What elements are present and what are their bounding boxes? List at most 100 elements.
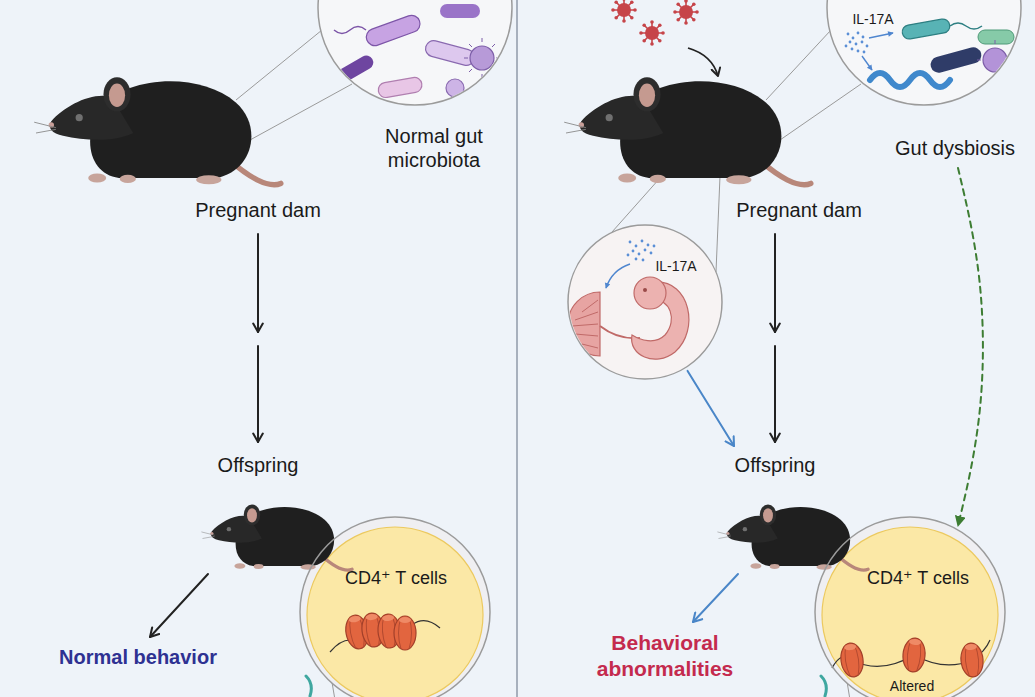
- viral-infection: [639, 20, 665, 46]
- cytokine-dots: [861, 41, 864, 44]
- node-label: IL-17A: [655, 258, 696, 275]
- flagellum: [334, 27, 366, 34]
- coccus-hair: [977, 40, 1013, 80]
- circle-outline: [815, 517, 1005, 697]
- gut-microbiota-circle: IL-17AGut dysbiosis: [827, 0, 1021, 105]
- node-label: Normal behavior: [59, 645, 217, 669]
- coccus-bacterium: [446, 79, 464, 97]
- cytokine-dots: [847, 33, 850, 36]
- influence-arrow: [693, 574, 738, 622]
- flow-arrow: [774, 234, 776, 332]
- circle-fills: [300, 0, 1021, 697]
- cytokine-dots: [851, 48, 854, 51]
- nucleus-altered: [821, 527, 998, 697]
- cytokine-dots: [647, 244, 650, 247]
- flow-arrow: [258, 234, 259, 442]
- influence-arrow: [688, 371, 734, 446]
- rod-bacterium: [364, 13, 422, 48]
- nucleus-altered: [960, 642, 985, 678]
- viral-infection: [673, 0, 699, 25]
- cytokine-dots: [635, 258, 638, 261]
- cytokine-dots: [845, 32, 869, 54]
- circle-outline: [300, 517, 490, 697]
- zoom-leader-line: [236, 30, 322, 100]
- mouse-figure: Pregnant dam: [40, 66, 330, 224]
- mice: [34, 77, 868, 570]
- mouse-figure: Offspring: [716, 452, 871, 572]
- infection-arrow: [688, 48, 718, 76]
- coccus-hairs: [464, 38, 500, 78]
- dna-tail: [306, 676, 311, 696]
- cytokine-dots: [862, 36, 865, 39]
- node-label: Altered: [890, 678, 934, 695]
- cytokine-dots: [855, 43, 858, 46]
- zoom-circle-fill: [827, 0, 1021, 105]
- zoom-leader-line: [716, 176, 720, 272]
- node-label: IL-17A: [852, 11, 893, 28]
- cell-circle: CD4⁺ T cellsAltered: [815, 517, 1005, 697]
- cytokine-dots: [638, 253, 641, 256]
- cytokine-dots: [857, 50, 860, 53]
- cytokine-dots: [627, 240, 656, 262]
- gut-microbiota-circle: Normal gut microbiota: [318, 0, 512, 105]
- flow-arrow: [774, 346, 776, 442]
- rod-bacterium: [440, 4, 480, 18]
- mouse-figure: Offspring: [200, 452, 355, 572]
- coccus-bacterium: [983, 48, 1007, 72]
- cytokine-dots: [863, 51, 866, 54]
- rod-bacterium: [978, 30, 1014, 44]
- node-label: Offspring: [218, 453, 299, 477]
- cytokine-dots: [627, 254, 630, 257]
- influence-arrow: [958, 168, 983, 526]
- cell-nucleus: [822, 527, 998, 697]
- zoom-leader-line: [250, 84, 352, 140]
- node-label: Normal gut microbiota: [359, 124, 509, 172]
- outcome-label: Behavioral abnormalities: [580, 630, 750, 682]
- flow-arrow: [775, 234, 776, 442]
- cytokine-dots: [852, 37, 855, 40]
- cytokine-dots: [632, 250, 635, 253]
- circle-outline: [568, 225, 722, 379]
- nucleus-normal: [394, 616, 416, 650]
- flow-arrow: [257, 234, 259, 332]
- zoom-leader-line: [780, 84, 861, 140]
- node-label: CD4⁺ T cells: [345, 567, 447, 589]
- circle-outline: [815, 517, 1005, 697]
- influence-arrow: [693, 574, 738, 622]
- cytokine-dots: [642, 259, 645, 262]
- node-label: CD4⁺ T cells: [867, 567, 969, 589]
- flow-arrow: [257, 346, 259, 442]
- mice: [201, 504, 352, 570]
- cytokine-dots: [650, 252, 653, 255]
- spiral-bacterium: [870, 73, 950, 87]
- node-label: Behavioral abnormalities: [580, 630, 750, 682]
- circle-outline: [318, 0, 512, 105]
- cytokine-arrow: [606, 264, 630, 288]
- cytokine-dots: [845, 45, 848, 48]
- cytokine-dots: [866, 45, 869, 48]
- zoom-circle-fill: [318, 0, 512, 105]
- nucleus-altered: [839, 642, 866, 679]
- cytokine-arrow: [869, 33, 893, 38]
- rod-bacterium: [901, 18, 951, 40]
- cytokine-dots: [653, 245, 656, 248]
- flow-arrow: [150, 574, 208, 637]
- embryo-head: [634, 277, 666, 309]
- zoom-leader-line: [766, 30, 831, 100]
- flow-arrow: [150, 574, 208, 637]
- embryo-eye: [643, 288, 647, 292]
- rod-bacterium: [929, 46, 983, 75]
- coccus-hair: [464, 38, 500, 78]
- panel-divider: [516, 0, 518, 697]
- cytokine-arrow: [862, 56, 872, 70]
- node-label: Pregnant dam: [195, 198, 321, 222]
- cytokine-dots: [641, 240, 644, 243]
- influence-arrow: [958, 168, 983, 526]
- cytokine-dots: [635, 245, 638, 248]
- circle-outline: [300, 517, 490, 697]
- cell-circle: CD4⁺ T cells: [300, 517, 490, 697]
- mice: [717, 504, 868, 570]
